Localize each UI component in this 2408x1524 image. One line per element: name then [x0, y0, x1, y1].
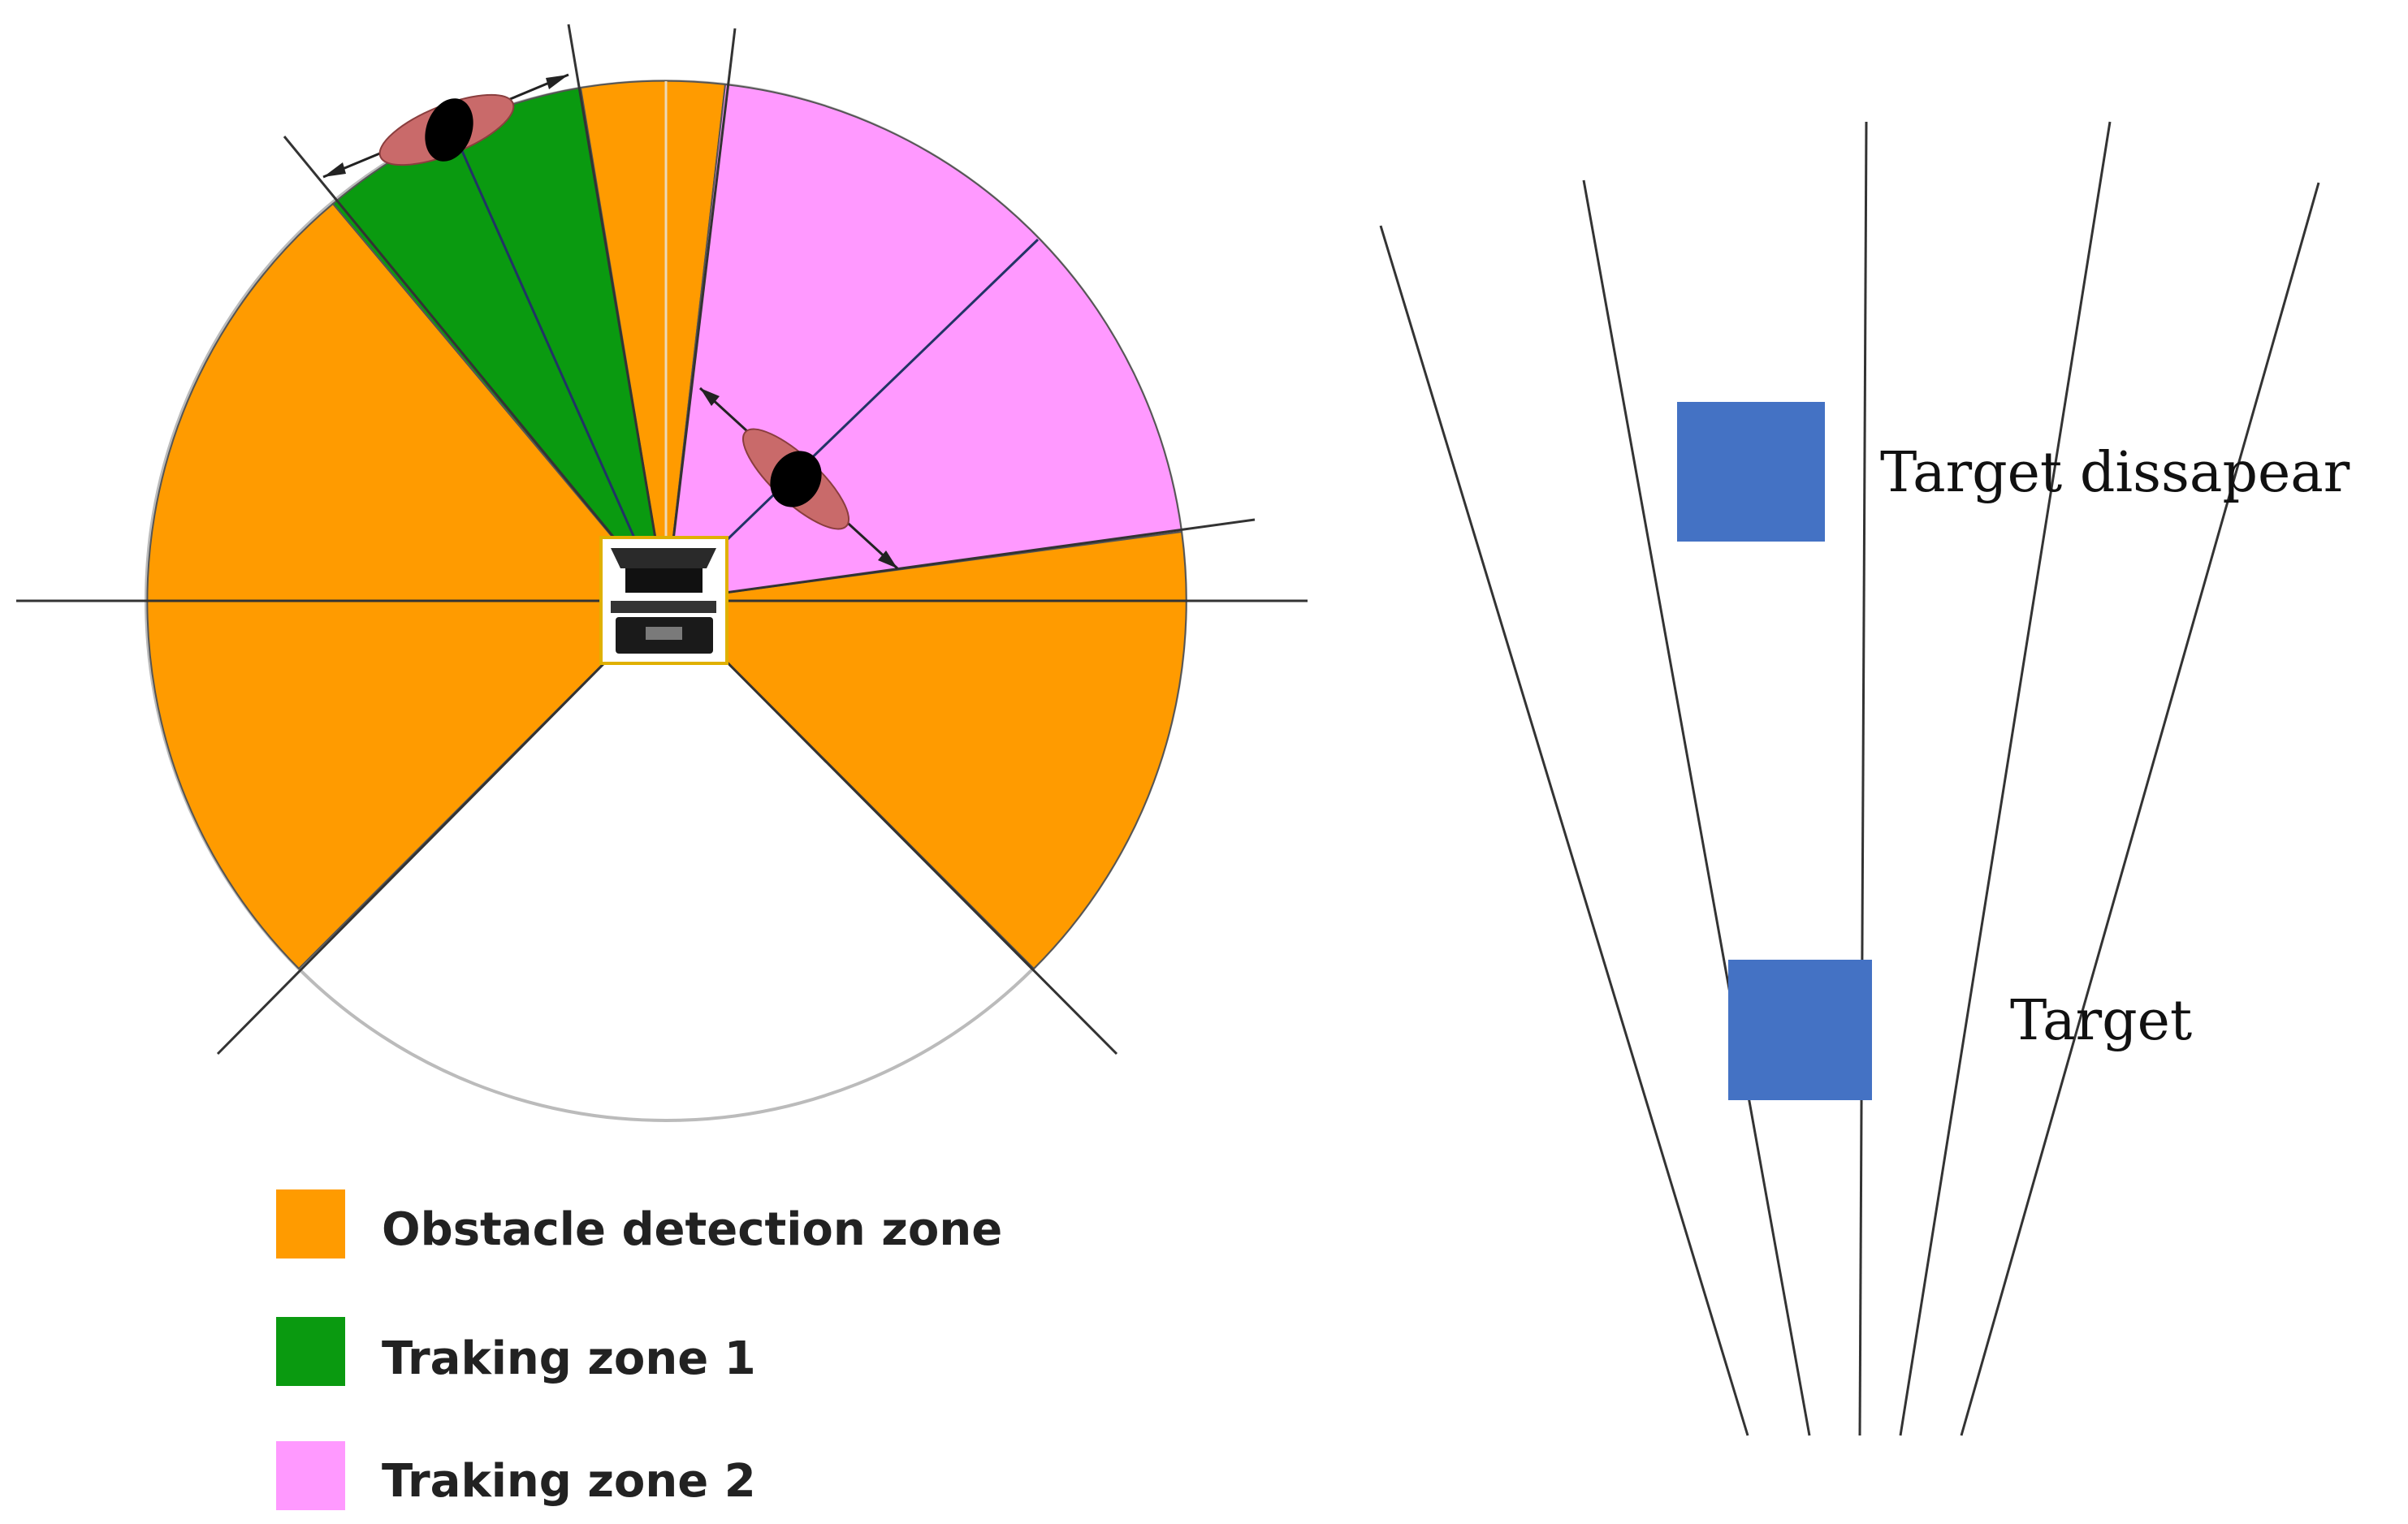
target-box-disappear — [1677, 402, 1825, 542]
arrowhead-icon — [546, 75, 568, 89]
legend-label-obstacle: Obstacle detection zone — [382, 1203, 1002, 1256]
obstacle-zone-top — [579, 80, 727, 602]
beam-line-2 — [1582, 179, 1811, 1436]
beam-line-4 — [1899, 121, 2112, 1436]
boundary-top-pink — [664, 28, 737, 602]
target-disappear-label: Target dissapear — [1880, 441, 2350, 505]
legend-label-tracking-1: Traking zone 1 — [382, 1332, 756, 1385]
beam-line-5 — [1960, 182, 2320, 1436]
target-box — [1728, 960, 1872, 1100]
obstacle-zone-right — [664, 530, 1187, 970]
legend-label-tracking-2: Traking zone 2 — [382, 1455, 756, 1508]
legend-swatch-tracking-2 — [276, 1441, 345, 1510]
tracked-object-icon — [770, 451, 822, 507]
sensor-head — [611, 548, 716, 568]
boundary-right — [665, 518, 1256, 602]
sensor-label-plate — [646, 627, 682, 640]
sensor-window — [625, 568, 703, 593]
arrowhead-icon — [323, 162, 346, 177]
legend-swatch-tracking-1 — [276, 1317, 345, 1386]
tracked-object-icon — [425, 98, 473, 162]
track-line-zone1 — [447, 121, 651, 573]
arrowhead-icon — [700, 388, 720, 406]
boundary-upper-left — [283, 136, 668, 602]
legend-item-tracking-2: Traking zone 2 — [276, 1441, 756, 1510]
lidar-sensor-icon — [599, 536, 728, 665]
legend-swatch-obstacle — [276, 1189, 345, 1258]
zone2-tracked-object — [698, 386, 899, 570]
zone1-tracked-object — [322, 73, 569, 179]
arrowhead-icon — [878, 550, 897, 568]
obstacle-zone-left — [146, 202, 668, 970]
zone-wheel — [16, 24, 1308, 1122]
boundary-right-bottom — [664, 599, 1118, 1056]
legend: Obstacle detection zone Traking zone 1 T… — [276, 1189, 1002, 1510]
beam-line-1 — [1379, 225, 1749, 1436]
legend-item-tracking-1: Traking zone 1 — [276, 1317, 756, 1386]
boundary-left-bottom — [216, 599, 668, 1056]
boundary-top-green — [567, 24, 668, 602]
beam-line-3 — [1858, 121, 1868, 1436]
sensor-body — [611, 601, 716, 613]
target-diagram: Target dissapear Target — [1379, 121, 2350, 1436]
legend-item-obstacle: Obstacle detection zone — [276, 1189, 1002, 1258]
target-label: Target — [2010, 989, 2192, 1053]
